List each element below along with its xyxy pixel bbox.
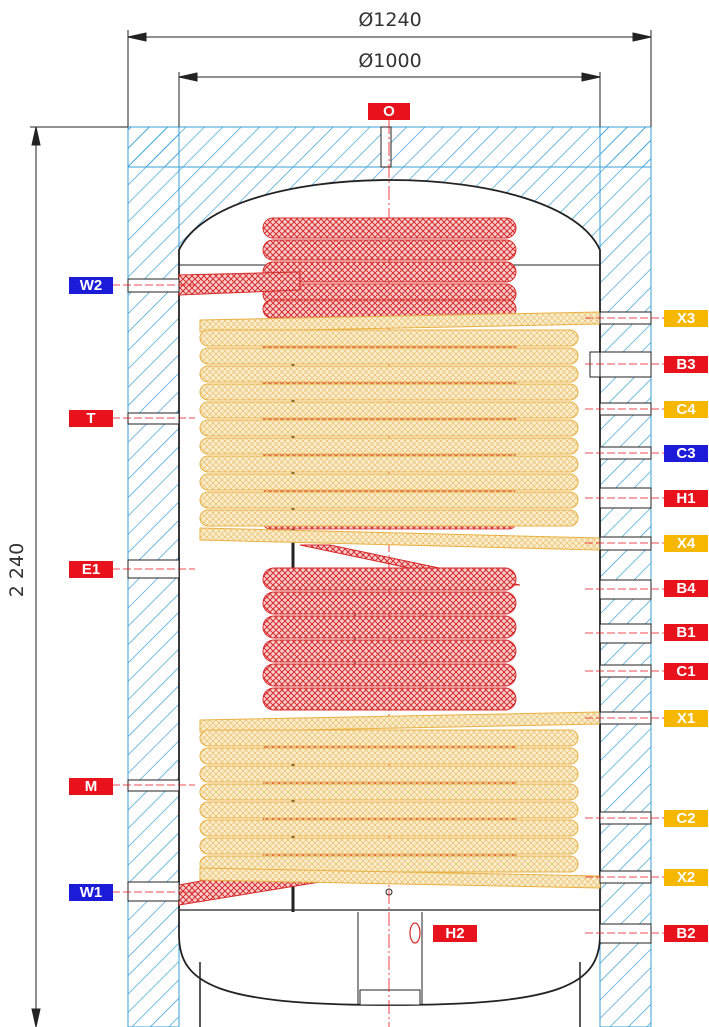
dimension-outer [127,30,652,127]
label-c3: C3 [664,445,708,462]
label-w1: W1 [69,884,113,901]
label-w2: W2 [69,277,113,294]
label-c1: C1 [664,663,708,680]
upper-red-coil [178,217,521,586]
label-b2: B2 [664,925,708,942]
label-b4: B4 [664,580,708,597]
insulation-right [599,126,652,1027]
label-e1: E1 [69,561,113,578]
label-x1: X1 [664,710,708,727]
left-nozzles [127,278,180,902]
label-c4: C4 [664,401,708,418]
dimension-inner [178,72,601,127]
label-b1: B1 [664,624,708,641]
label-h1: H1 [664,490,708,507]
label-t: T [69,410,113,427]
label-c2: C2 [664,810,708,827]
label-b3: B3 [664,356,708,373]
label-h2: H2 [433,925,477,942]
lower-yellow-coil [199,711,601,889]
label-x4: X4 [664,535,708,552]
label-m: M [69,778,113,795]
label-x3: X3 [664,310,708,327]
label-o: O [368,103,410,120]
upper-yellow-coil [199,311,601,551]
label-x2: X2 [664,869,708,886]
dimension-height [30,126,128,1027]
height-text: 2 240 [6,543,28,597]
outer-diameter-text: Ø1240 [358,9,421,31]
inner-diameter-text: Ø1000 [358,50,421,72]
